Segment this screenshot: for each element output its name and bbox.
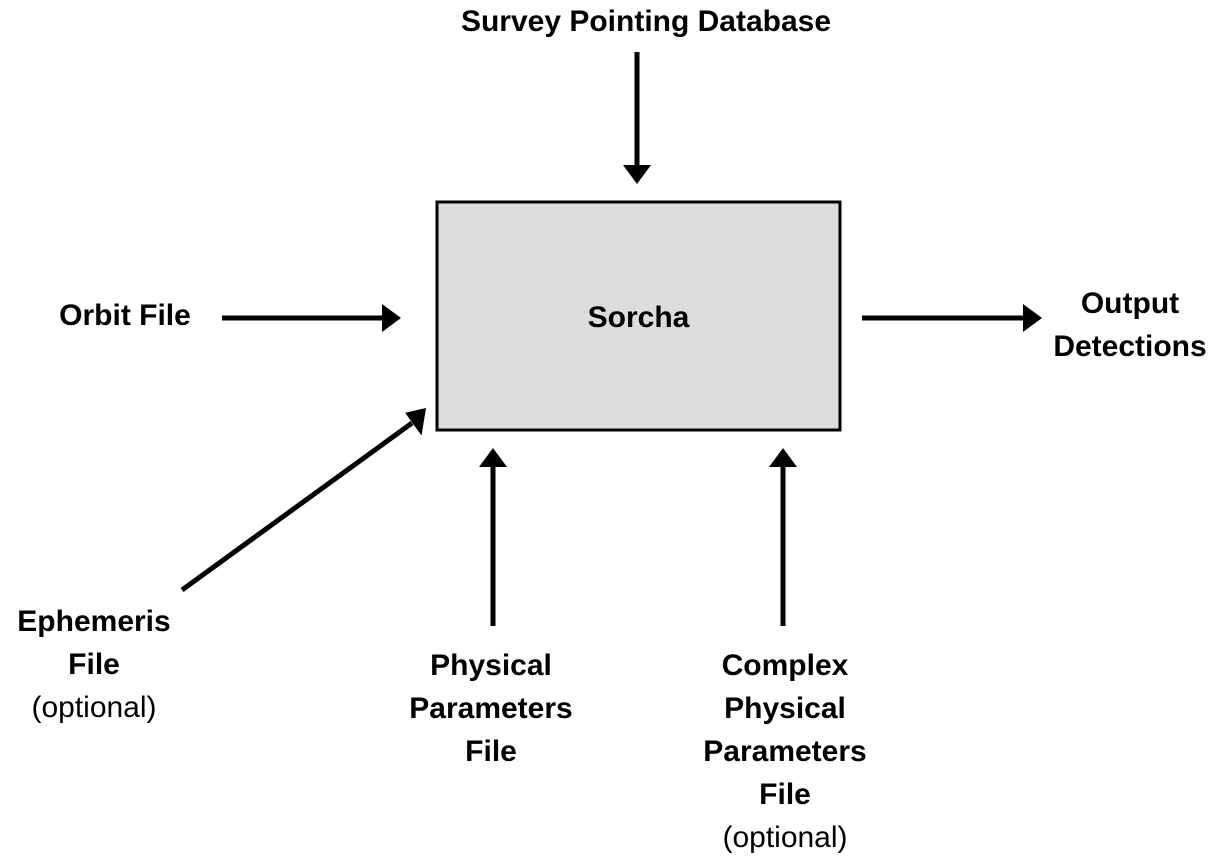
output-detections-label: Output Detections <box>1030 282 1224 368</box>
sorcha-box <box>435 200 842 432</box>
ephemeris-label-line-1: Ephemeris <box>17 605 171 638</box>
arrow-sorcha-to-output <box>862 304 1042 332</box>
complex-label-line-4: File <box>759 778 811 811</box>
orbit-label-line: Orbit File <box>59 299 191 332</box>
complex-label-line-1: Complex <box>721 649 849 682</box>
physical-label-line-1: Physical <box>430 649 552 682</box>
arrow-physical-to-sorcha <box>479 448 507 626</box>
complex-optional-note: (optional) <box>722 821 848 854</box>
arrow-ephemeris-to-sorcha <box>180 408 426 593</box>
output-label-line-1: Output <box>1080 287 1180 320</box>
arrow-orbit-to-sorcha <box>222 304 401 332</box>
arrow-survey-to-sorcha <box>623 52 651 184</box>
complex-label-line-2: Physical <box>724 692 846 725</box>
ephemeris-file-label: Ephemeris File (optional) <box>0 600 188 729</box>
physical-label-line-3: File <box>465 735 517 768</box>
ephemeris-label-line-2: File <box>68 648 120 681</box>
physical-label-line-2: Parameters <box>409 692 573 725</box>
ephemeris-optional-note: (optional) <box>31 691 157 724</box>
survey-pointing-database-label: Survey Pointing Database <box>346 0 946 43</box>
sorcha-label: Sorcha <box>587 301 690 334</box>
complex-label-line-3: Parameters <box>703 735 867 768</box>
complex-physical-parameters-file-label: Complex Physical Parameters File (option… <box>660 644 910 859</box>
physical-parameters-file-label: Physical Parameters File <box>366 644 616 773</box>
orbit-file-label: Orbit File <box>20 294 230 337</box>
arrow-complex-to-sorcha <box>769 448 797 626</box>
output-label-line-2: Detections <box>1053 330 1207 363</box>
survey-label-line: Survey Pointing Database <box>460 5 832 38</box>
